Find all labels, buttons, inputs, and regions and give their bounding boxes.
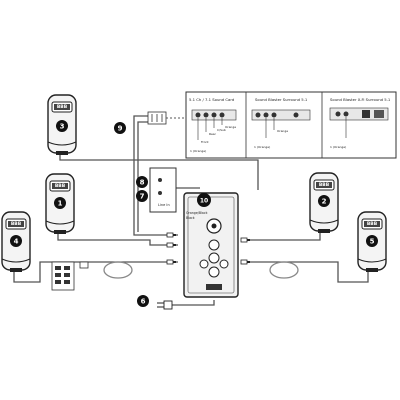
callout-4: 4: [14, 238, 19, 246]
badge-3: BBB: [57, 104, 68, 110]
panel-col3-label-bottom: 1 (Orange): [330, 145, 346, 149]
panel-col2-title: Sound Blaster Surround 5.1: [255, 97, 308, 102]
callout-5: 5: [370, 238, 375, 246]
badge-5: BBB: [367, 221, 378, 227]
panel-label-orange: Orange: [225, 125, 236, 129]
callout-2: 2: [322, 198, 327, 206]
callout-7: 7: [140, 193, 145, 201]
speaker-badges: BBB BBB BBB BBB BBB: [11, 104, 378, 227]
sound-card-panel: 5.1 Ch / 7.1 Sound Card Sound Blaster Su…: [185, 91, 397, 159]
callout-3: 3: [60, 123, 65, 131]
callouts: 3 1 4 2 5 9 8 7 10 6: [10, 120, 378, 307]
panel-label-rear: Rear: [209, 132, 217, 136]
cables: [13, 115, 369, 306]
sub-label-2: Black: [186, 216, 195, 220]
panel-col3-title: Sound Blaster X-Fi Surround 5.1: [330, 97, 391, 102]
panel-label-front: Front: [201, 140, 209, 144]
wire-control: [51, 261, 89, 291]
panel-label-csub: C/Sub: [217, 128, 226, 132]
line-in-label: Line In: [158, 203, 170, 207]
panel-col2-label-orange: Orange: [277, 129, 288, 133]
panel-col2-label-bottom: 1 (Orange): [254, 145, 270, 149]
line-in-box: Line In: [149, 167, 177, 213]
badge-2: BBB: [319, 182, 330, 188]
badge-1: BBB: [55, 183, 66, 189]
callout-10: 10: [200, 198, 208, 205]
callout-6: 6: [141, 298, 146, 306]
card-plugs: [147, 111, 186, 125]
panel-col1-title: 5.1 Ch / 7.1 Sound Card: [189, 97, 235, 102]
power-plug: [157, 300, 173, 310]
callout-1: 1: [58, 200, 63, 208]
subwoofer: Orange/Black Black: [183, 192, 239, 298]
badge-4: BBB: [11, 221, 22, 227]
callout-9: 9: [118, 125, 123, 133]
callout-8: 8: [140, 179, 145, 187]
sub-label: Orange/Black: [186, 211, 208, 215]
panel-label-col1-bottom: 1 (Orange): [190, 149, 206, 153]
